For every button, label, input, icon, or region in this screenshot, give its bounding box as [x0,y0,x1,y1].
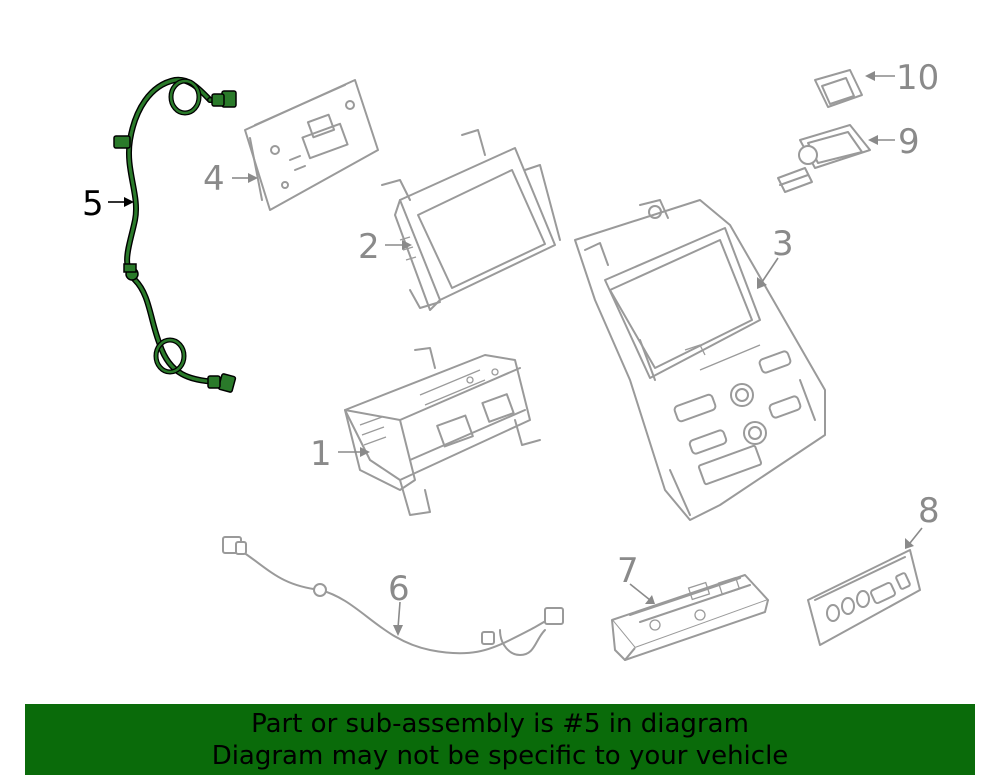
part-2-display-screen[interactable] [381,129,561,311]
callout-9: 9 [898,122,920,162]
callout-5: 5 [82,184,104,224]
part-10-small-module[interactable] [814,69,863,108]
callout-3: 3 [772,224,794,264]
part-8-switch-panel[interactable] [807,549,921,646]
part-7-control-module[interactable] [611,574,769,661]
part-4-bracket-module[interactable] [244,79,379,211]
part-6-cable[interactable] [222,536,564,656]
part-5-wiring-harness[interactable] [113,76,237,393]
banner-line-1: Part or sub-assembly is #5 in diagram [251,709,749,739]
part-1-radio-chassis[interactable] [344,347,541,516]
callout-7: 7 [617,551,639,591]
part-9-key-fob[interactable] [777,124,871,193]
info-banner: Part or sub-assembly is #5 in diagram Di… [25,704,975,775]
callout-leaders [108,71,923,636]
callout-4: 4 [203,159,225,199]
callout-8: 8 [918,491,940,531]
part-3-instrument-bezel[interactable] [574,199,826,521]
banner-line-2: Diagram may not be specific to your vehi… [211,741,789,771]
callout-numbers: 1 2 3 4 5 6 7 8 9 10 [82,58,940,609]
callout-6: 6 [388,569,410,609]
parts-diagram: 1 2 3 4 5 6 7 8 9 10 [82,58,940,661]
callout-10: 10 [896,58,939,98]
callout-2: 2 [358,227,380,267]
callout-1: 1 [310,434,332,474]
